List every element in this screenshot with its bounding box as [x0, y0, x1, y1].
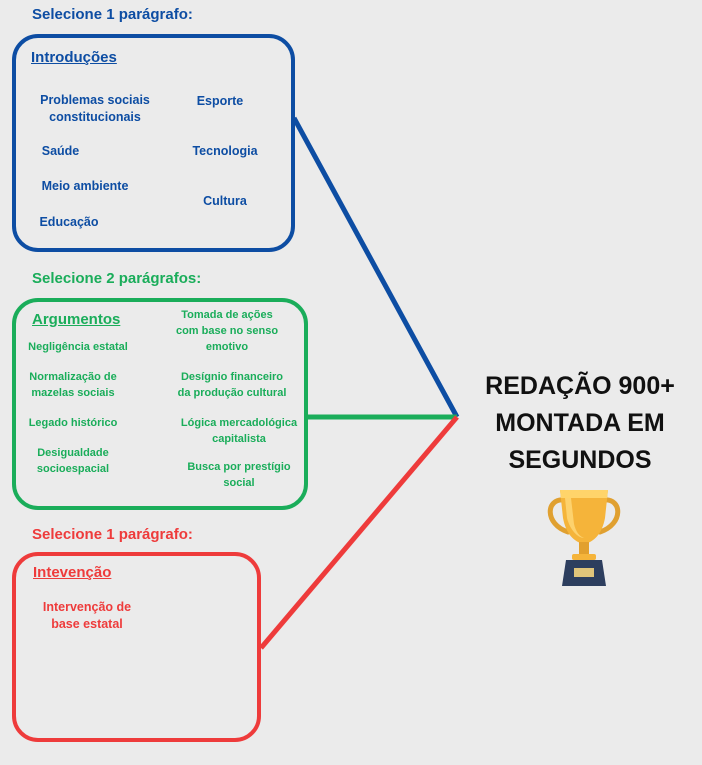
- intro-item-cultura[interactable]: Cultura: [203, 194, 247, 208]
- interv-box: [12, 552, 261, 742]
- connector-interv: [259, 415, 459, 650]
- args-item-tomada-de-acoes[interactable]: Tomada de ações com base no senso emotiv…: [175, 309, 279, 353]
- interv-item-intervencao-estatal[interactable]: Intervenção de base estatal: [42, 600, 132, 631]
- intro-item-esporte[interactable]: Esporte: [196, 94, 244, 108]
- args-item-normalizacao-mazelas[interactable]: Normalização de mazelas sociais: [29, 371, 117, 399]
- args-item-desigualdade-socioespacial[interactable]: Desigualdade socioespacial: [36, 447, 110, 475]
- main-title: REDAÇÃO 900+ MONTADA EM SEGUNDOS: [485, 372, 675, 474]
- intro-section-heading: Selecione 1 parágrafo:: [32, 6, 193, 23]
- args-box: [12, 298, 308, 510]
- args-item-logica-mercadologica[interactable]: Lógica mercadológica capitalista: [180, 417, 298, 445]
- args-item-legado-historico[interactable]: Legado histórico: [28, 417, 118, 429]
- trophy-icon: [547, 490, 621, 586]
- args-item-busca-prestigio[interactable]: Busca por prestígio social: [187, 461, 291, 489]
- intro-item-problemas-sociais[interactable]: Problemas sociais constitucionais: [40, 93, 150, 124]
- interv-box-title: Intevenção: [33, 564, 112, 581]
- args-box-title: Argumentos: [32, 311, 121, 328]
- intro-item-tecnologia[interactable]: Tecnologia: [192, 144, 258, 158]
- intro-box: [12, 34, 295, 252]
- args-item-negligencia-estatal[interactable]: Negligência estatal: [28, 341, 128, 353]
- connector-intro: [291, 116, 460, 419]
- intro-item-meio-ambiente[interactable]: Meio ambiente: [41, 179, 129, 193]
- args-item-designio-financeiro[interactable]: Desígnio financeiro da produção cultural: [177, 371, 287, 399]
- intro-item-saude[interactable]: Saúde: [41, 144, 80, 158]
- intro-box-title: Introduções: [31, 49, 117, 66]
- intro-item-educacao[interactable]: Educação: [39, 215, 99, 229]
- interv-section-heading: Selecione 1 parágrafo:: [32, 526, 193, 543]
- args-section-heading: Selecione 2 parágrafos:: [32, 270, 202, 287]
